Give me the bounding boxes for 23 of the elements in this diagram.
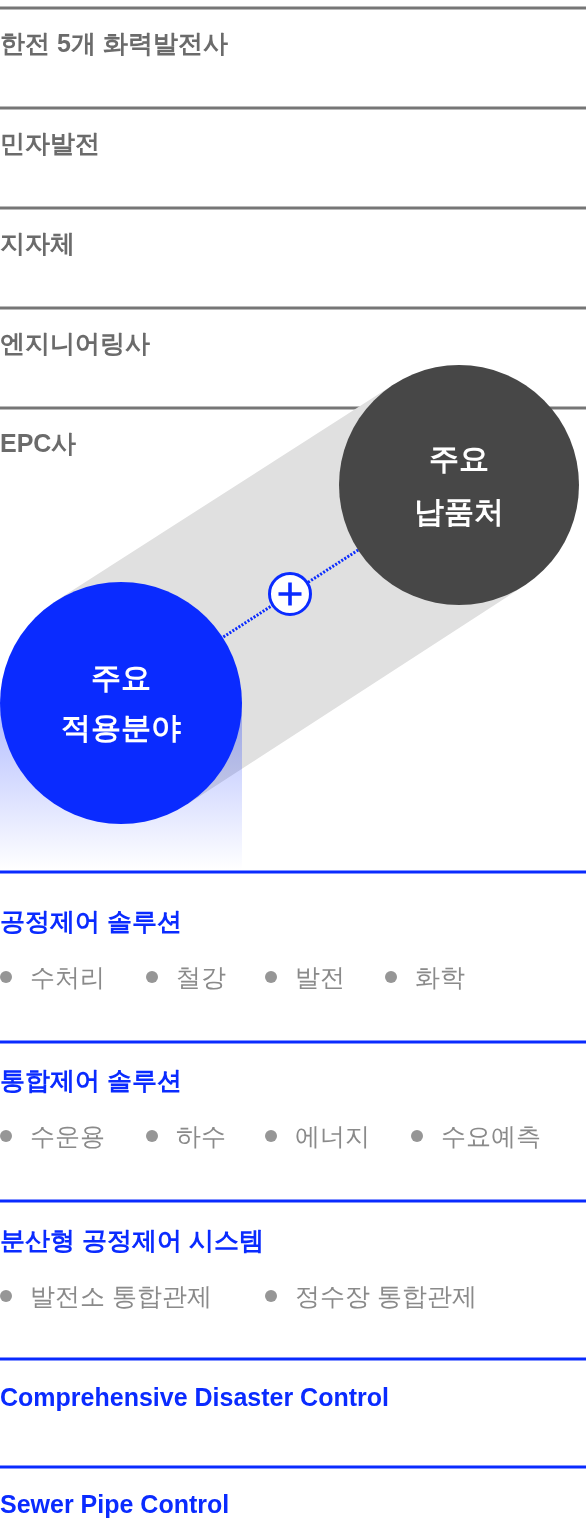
- list-item: 화학: [415, 962, 465, 992]
- row-label: 엔지니어링사: [0, 328, 150, 358]
- row-label: 지자체: [0, 228, 75, 258]
- section-heading: Comprehensive Disaster Control: [0, 1382, 389, 1412]
- list-item: 철강: [176, 962, 226, 992]
- list-item: 발전: [295, 962, 345, 992]
- row-label: 한전 5개 화력발전사: [0, 28, 228, 58]
- list-item: 발전소 통합관제: [30, 1281, 212, 1311]
- section-heading: Sewer Pipe Control: [0, 1489, 230, 1519]
- row-label: 민자발전: [0, 128, 100, 158]
- section-heading: 분산형 공정제어 시스템: [0, 1225, 264, 1255]
- list-item: 정수장 통합관제: [295, 1281, 477, 1311]
- list-item: 에너지: [295, 1121, 370, 1151]
- row-label: EPC사: [0, 428, 77, 458]
- section-heading: 공정제어 솔루션: [0, 906, 182, 936]
- section-heading: 통합제어 솔루션: [0, 1065, 182, 1095]
- connector-line: [221, 548, 359, 639]
- list-item: 수처리: [30, 962, 105, 992]
- list-item: 하수: [176, 1121, 226, 1151]
- circle-label: 주요 적용분야: [60, 660, 182, 746]
- list-item: 수운용: [30, 1121, 105, 1151]
- circle-label: 주요 납품처: [413, 441, 505, 530]
- list-item: 수요예측: [441, 1121, 541, 1151]
